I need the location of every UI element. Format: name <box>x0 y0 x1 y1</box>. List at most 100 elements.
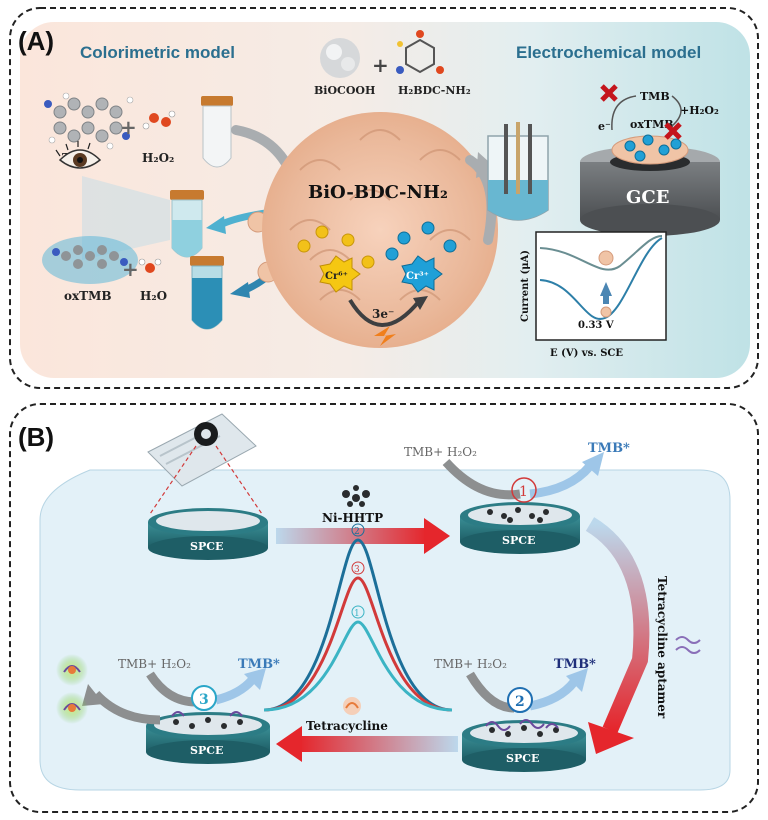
peak-1-curve <box>263 620 453 712</box>
signal-curve <box>539 237 663 320</box>
tetracycline-icon <box>343 697 361 715</box>
reaction-arrow-in <box>442 458 521 500</box>
panel-b: (B) SPCE Ni-HHTP <box>9 403 759 813</box>
electrode-strip <box>147 413 257 487</box>
step3-product: TMB* <box>238 657 280 672</box>
arrow-head <box>276 726 302 762</box>
aptamer-label: Tetracycline aptamer <box>655 576 669 719</box>
cycle-h2o2-label: +H₂O₂ <box>680 104 719 117</box>
electrochemical-cell <box>487 122 549 221</box>
aptamer-icon <box>675 646 701 654</box>
arrow-head <box>582 452 604 476</box>
ni-hhtp-label: Ni-HHTP <box>322 511 383 525</box>
cr3-label: Cr³⁺ <box>406 271 429 282</box>
plus-sign: + <box>372 53 389 77</box>
oxtmb-molecule <box>42 236 138 284</box>
arrow-head <box>82 684 104 706</box>
reaction-arrow-in <box>146 671 197 707</box>
arrow-aptamer <box>585 517 650 734</box>
cross-icon <box>600 84 618 102</box>
step1-reagent: TMB+ H₂O₂ <box>404 445 477 459</box>
h2bdc-molecule <box>396 30 444 74</box>
h2o2-label: H₂O₂ <box>142 151 174 165</box>
material-label: BiO-BDC-NH₂ <box>308 182 448 203</box>
h2o-molecule <box>138 258 162 273</box>
reaction-arrow-out <box>214 676 256 705</box>
spce-label: SPCE <box>506 752 539 765</box>
plus-sign: + <box>122 257 139 281</box>
tube-dark-blue <box>190 256 224 330</box>
spce-disk-modified <box>460 502 580 554</box>
peak-label: 0.33 V <box>578 320 614 331</box>
tube-light-blue <box>170 190 204 258</box>
step2-product: TMB* <box>554 657 596 672</box>
arrow-head <box>244 668 266 690</box>
cycle-tmb-label: TMB <box>640 90 670 103</box>
step1-product: TMB* <box>588 441 630 456</box>
potential-axis-label: E (V) vs. SCE <box>550 348 623 359</box>
reduction-arrow <box>348 298 422 327</box>
peak-2-curve <box>263 538 453 712</box>
aptamer-icon <box>675 636 701 644</box>
cr3-burst: Cr³⁺ <box>401 255 443 293</box>
step2-number: 2 <box>515 694 525 710</box>
cycle-oxtmb-label: oxTMB <box>630 118 674 131</box>
step3-number-circle <box>191 685 217 711</box>
tmb-molecule <box>44 92 134 150</box>
colorimetric-title: Colorimetric model <box>80 43 235 62</box>
peak-3-curve <box>263 576 453 712</box>
yellow-particles <box>297 225 375 269</box>
cross-icon <box>664 122 682 140</box>
step2-number-circle <box>507 687 533 713</box>
panel-a: (A) Colorimetric model Electrochemical m… <box>9 7 759 389</box>
release-arrow <box>92 690 161 725</box>
panel-a-letter: (A) <box>18 26 54 56</box>
cr6-label: Cr⁶⁺ <box>325 271 348 282</box>
arrow-head <box>413 296 428 310</box>
current-axis-label: Current (μA) <box>520 250 531 322</box>
bio-bdc-nh2-material <box>262 112 498 348</box>
panel-b-frame <box>9 403 759 813</box>
biocooh-powder <box>320 38 360 78</box>
peak-3-number: 3 <box>354 565 360 575</box>
peak-2-number: 2 <box>354 527 360 537</box>
arrow-tetracycline <box>300 736 458 752</box>
tetracycline-label: Tetracycline <box>306 719 388 733</box>
blue-particles <box>385 221 457 261</box>
reaction-arrow-out <box>529 462 594 499</box>
panel-b-letter: (B) <box>18 422 54 452</box>
released-complex <box>56 654 88 686</box>
dpv-peaks: 2 3 1 <box>263 523 453 712</box>
arrow-head <box>424 518 450 554</box>
arrow-head <box>230 282 250 298</box>
gce-electrode <box>580 134 720 236</box>
cr6-burst: Cr⁶⁺ <box>319 255 361 293</box>
spce-label: SPCE <box>502 534 535 547</box>
peak-1-number: 1 <box>354 609 360 619</box>
spce-label: SPCE <box>190 540 223 553</box>
electrochemical-title: Electrochemical model <box>516 43 701 62</box>
biocooh-label: BiOCOOH <box>314 84 375 97</box>
tube-colorless <box>201 96 233 168</box>
step3-reagent: TMB+ H₂O₂ <box>118 657 191 671</box>
lightning-icon <box>374 326 396 346</box>
step1-number-circle <box>511 477 537 503</box>
spce-disk-bare <box>148 508 268 560</box>
step2-reagent: TMB+ H₂O₂ <box>434 657 507 671</box>
step3-number: 3 <box>199 692 209 708</box>
blank-curve <box>539 235 663 271</box>
h2o2-molecule <box>142 110 176 130</box>
spce-label: SPCE <box>190 744 223 757</box>
voltammogram-inset <box>535 231 667 341</box>
ni-hhtp-icon <box>342 485 370 507</box>
h2bdc-label: H₂BDC-NH₂ <box>398 84 471 97</box>
arrow-modify <box>276 528 426 544</box>
h2o-label: H₂O <box>140 289 167 303</box>
released-complex <box>56 692 88 724</box>
spce-disk-bound <box>146 711 270 764</box>
oxtmb-label: oxTMB <box>64 289 112 303</box>
redox-cycle: TMB +H₂O₂ oxTMB e⁻ <box>598 84 719 140</box>
panel-a-frame <box>9 7 759 389</box>
cycle-electron-label: e⁻ <box>598 120 611 133</box>
